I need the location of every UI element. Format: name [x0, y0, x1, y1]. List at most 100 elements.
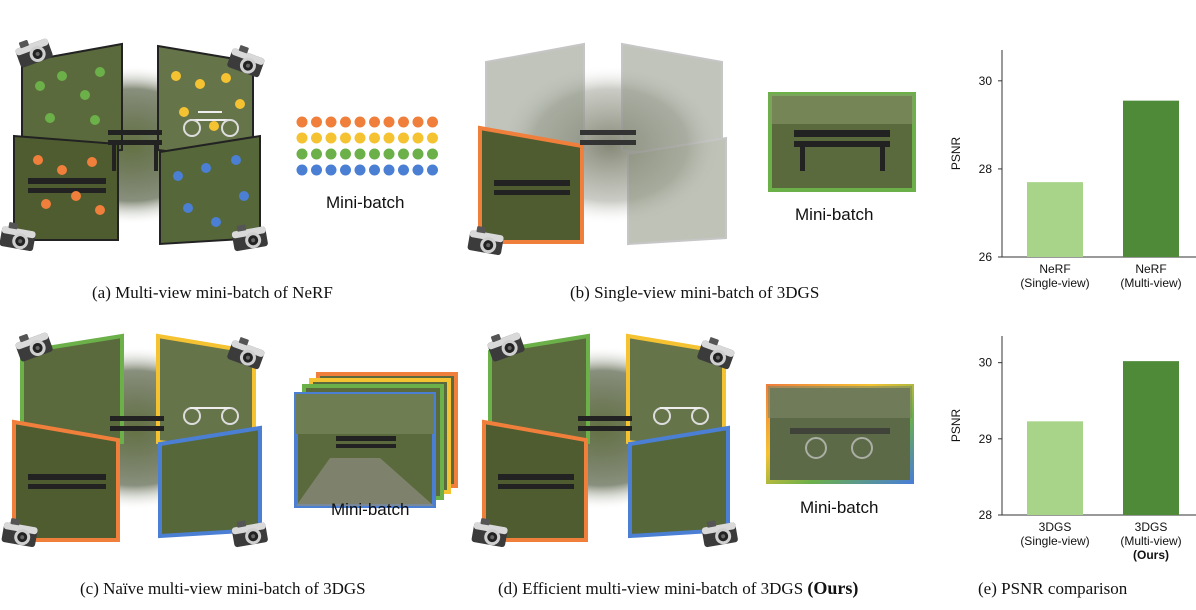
panel-d: Mini-batch (d) Efficient multi-view mini… [470, 318, 930, 610]
view-card-bottom-right [158, 425, 262, 539]
panel-a-illustration [0, 33, 439, 252]
minibatch-image [768, 92, 916, 192]
ray-dot [353, 147, 367, 161]
ray-dot [339, 115, 352, 129]
ray-dot [353, 163, 367, 177]
ray-dot [382, 147, 396, 161]
x-tick-label: NeRF [1039, 262, 1070, 276]
ray-dot [295, 163, 309, 177]
panel-caption: (b) Single-view mini-batch of 3DGS [570, 283, 820, 302]
view-card-top-right [626, 333, 726, 455]
bar [1123, 361, 1179, 515]
caption-ours: (Ours) [807, 578, 859, 598]
ray-dot [324, 115, 338, 129]
bar [1027, 182, 1083, 257]
ray-dot [339, 131, 352, 145]
x-tick-label: (Ours) [1133, 548, 1169, 562]
ray-dot [353, 115, 367, 129]
panel-c-illustration [1, 327, 458, 548]
ray-dot [382, 131, 396, 145]
panel-caption: (d) Efficient multi-view mini-batch of 3… [498, 578, 858, 599]
x-tick-label: (Multi-view) [1120, 276, 1181, 290]
panel-b-illustration [467, 42, 916, 256]
psnr-chart-nerf: 262830PSNRNeRF(Single-view)NeRF(Multi-vi… [949, 50, 1196, 290]
minibatch-label: Mini-batch [331, 500, 410, 519]
y-tick-label: 29 [979, 432, 993, 446]
y-axis-label: PSNR [949, 408, 963, 442]
ray-dot [397, 147, 410, 161]
y-tick-label: 28 [979, 508, 993, 522]
ray-dot [310, 115, 323, 129]
ray-dot [368, 163, 381, 177]
view-card-bottom-left [13, 134, 119, 241]
ray-dot [426, 163, 439, 177]
ray-dot [397, 131, 410, 145]
ray-dot [368, 147, 381, 161]
ray-dot [382, 115, 396, 129]
ray-dot [310, 147, 323, 161]
psnr-chart-3dgs: 282930PSNR3DGS(Single-view)3DGS(Multi-vi… [949, 336, 1196, 562]
y-tick-label: 26 [979, 250, 993, 264]
ray-dot [368, 115, 381, 129]
ray-dot [295, 147, 309, 161]
view-card-selected [478, 125, 584, 244]
bench-illustration [108, 130, 162, 171]
panel-caption: (a) Multi-view mini-batch of NeRF [92, 283, 333, 302]
ray-dot [368, 131, 381, 145]
panel-caption: (c) Naïve multi-view mini-batch of 3DGS [80, 579, 366, 598]
ray-dot [426, 115, 439, 129]
ray-dot [339, 163, 352, 177]
ray-dot [339, 147, 352, 161]
view-card-faded [485, 42, 727, 246]
bar [1027, 421, 1083, 515]
x-tick-label: (Single-view) [1020, 534, 1089, 548]
y-axis-label: PSNR [949, 136, 963, 170]
ray-dot [310, 131, 323, 145]
x-tick-label: (Multi-view) [1120, 534, 1181, 548]
x-tick-label: 3DGS [1039, 520, 1072, 534]
ray-dot [382, 163, 396, 177]
caption-text: (d) Efficient multi-view mini-batch of 3… [498, 579, 808, 598]
view-card-bottom-left [12, 419, 120, 542]
x-tick-label: 3DGS [1135, 520, 1168, 534]
panel-b: Mini-batch (b) Single-view mini-batch of… [460, 0, 930, 310]
ray-dot [411, 163, 425, 177]
ray-dot [324, 131, 338, 145]
panel-caption: (e) PSNR comparison [978, 579, 1128, 598]
ray-dot [426, 147, 439, 161]
y-tick-label: 30 [979, 74, 993, 88]
ray-dot [411, 115, 425, 129]
ray-dot [310, 163, 323, 177]
ray-dot [295, 115, 309, 129]
panel-d-illustration [471, 327, 914, 548]
view-card-top-left [21, 42, 123, 160]
minibatch-image-blended [766, 384, 914, 484]
bench-illustration [578, 416, 632, 431]
ray-dot [324, 163, 338, 177]
minibatch-label: Mini-batch [795, 205, 874, 224]
view-card-bottom-right [628, 425, 730, 539]
ray-dot [397, 163, 410, 177]
x-tick-label: NeRF [1135, 262, 1166, 276]
ray-minibatch-grid [295, 115, 439, 177]
ray-dot [411, 147, 425, 161]
panel-c: Mini-batch (c) Naïve multi-view mini-bat… [0, 318, 470, 610]
panel-a: Mini-batch (a) Multi-view mini-batch of … [0, 0, 460, 310]
minibatch-label: Mini-batch [326, 193, 405, 212]
ray-dot [426, 131, 439, 145]
x-tick-label: (Single-view) [1020, 276, 1089, 290]
minibatch-image-stack [294, 372, 458, 508]
bench-illustration [110, 416, 164, 431]
view-card-top-left [20, 333, 124, 451]
ray-dot [324, 147, 338, 161]
ray-dot [397, 115, 410, 129]
minibatch-label: Mini-batch [800, 498, 879, 517]
ray-dot [295, 131, 309, 145]
bench-illustration [580, 130, 636, 145]
ray-dot [411, 131, 425, 145]
bar [1123, 100, 1179, 258]
ray-dot [353, 131, 367, 145]
y-tick-label: 28 [979, 162, 993, 176]
view-card-bottom-left [482, 419, 588, 542]
